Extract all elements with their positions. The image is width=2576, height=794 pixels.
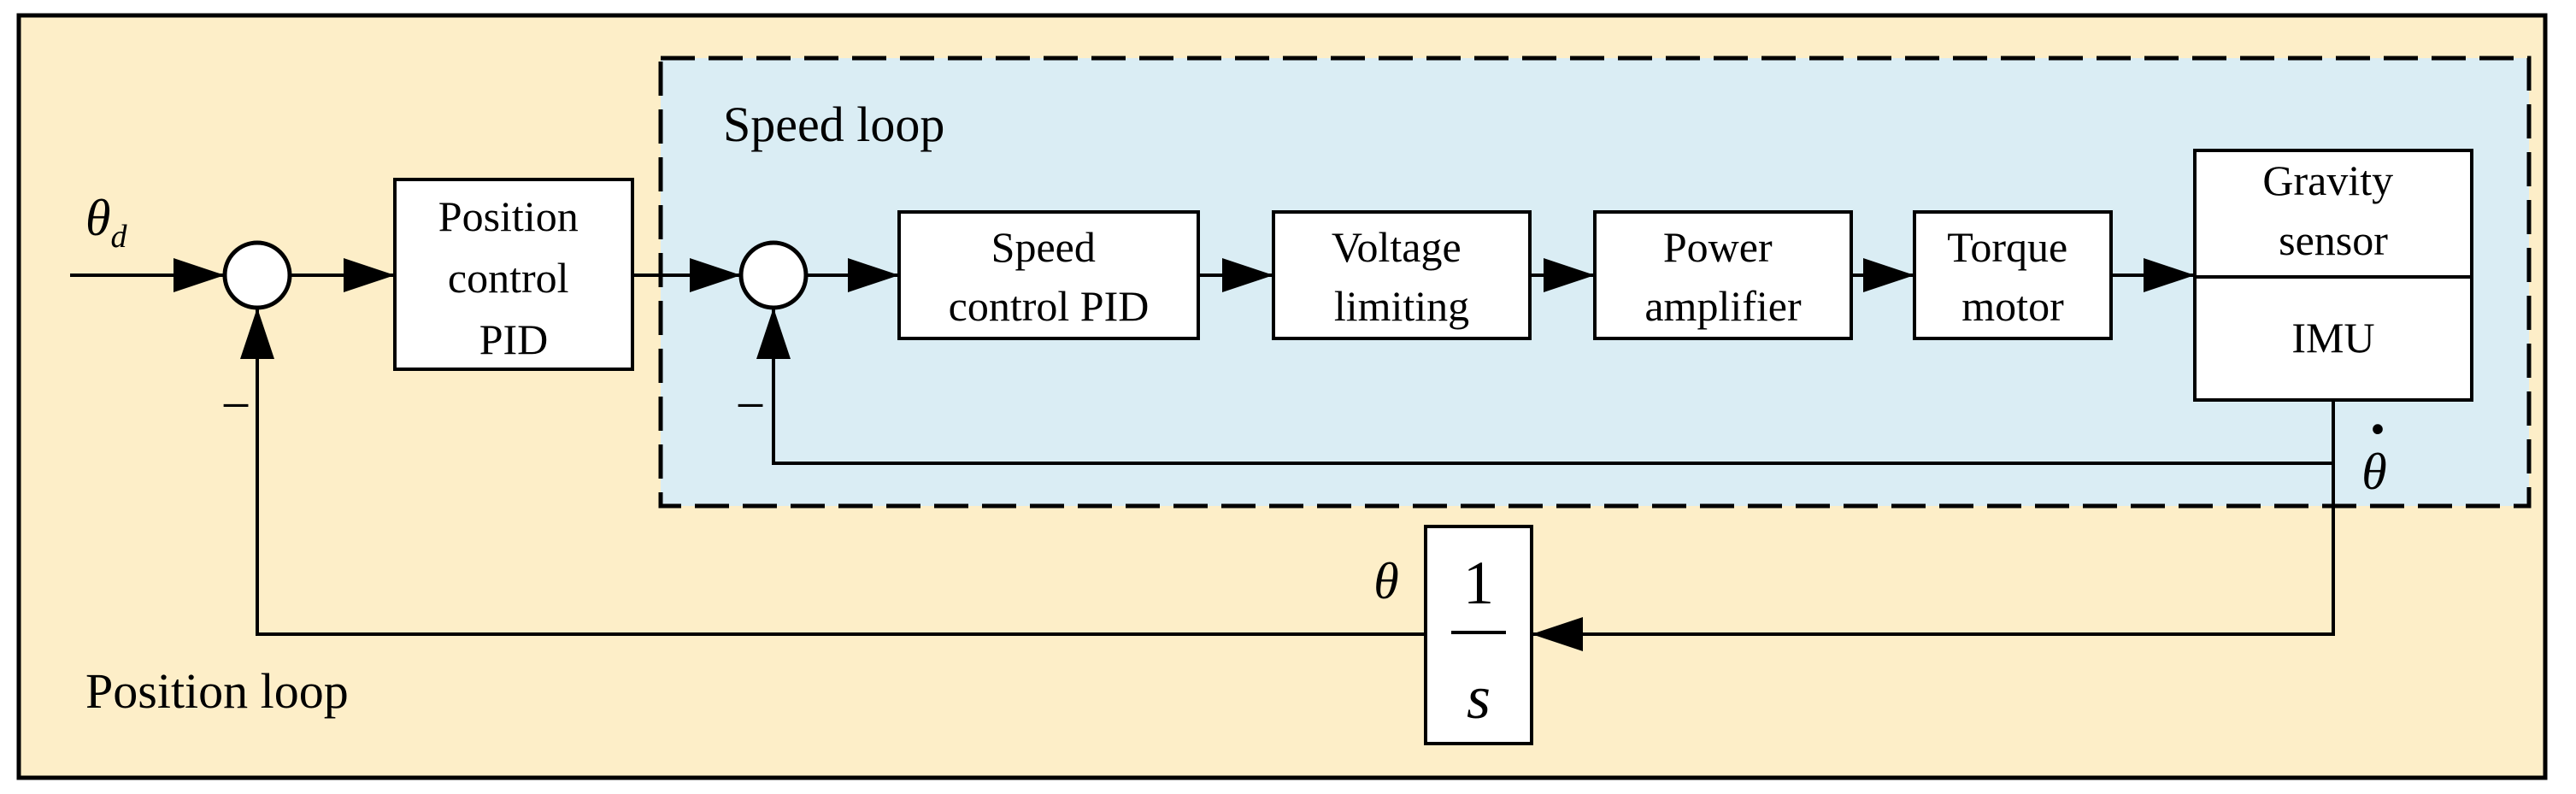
voltage-limiting-label: Voltage limiting	[1332, 223, 1472, 330]
sensor-to-integrator-path	[1532, 463, 2335, 651]
input-theta-d-label: θd	[85, 190, 127, 255]
gravity-sensor-label: Gravity sensor	[2262, 156, 2403, 264]
speed-feedback-path	[756, 308, 2335, 465]
power-amplifier-block	[1593, 210, 1853, 340]
inner-summing-junction	[738, 240, 809, 310]
speed-pid-block	[897, 210, 1200, 340]
integrator-numerator: 1	[1463, 549, 1494, 617]
integrator-denominator: s	[1467, 663, 1491, 732]
theta-label: θ	[1373, 553, 1398, 609]
power-amplifier-label: Power amplifier	[1644, 223, 1802, 330]
position-pid-label: Position control PID	[438, 192, 589, 363]
theta-dot-label: θ	[2361, 444, 2386, 500]
inner-minus-sign: −	[736, 377, 766, 435]
speed-pid-label: Speed control PID	[949, 223, 1150, 330]
integrator-block	[1424, 525, 1533, 745]
torque-motor-label: Torque motor	[1947, 223, 2078, 330]
speed-loop-label: Speed loop	[723, 97, 944, 152]
position-loop-label: Position loop	[85, 663, 349, 719]
theta-dot-overdot: ·	[2367, 395, 2388, 463]
outer-minus-sign: −	[221, 377, 251, 435]
position-feedback-path	[240, 308, 1426, 636]
imu-label: IMU	[2291, 314, 2374, 362]
outer-summing-junction	[222, 240, 292, 310]
